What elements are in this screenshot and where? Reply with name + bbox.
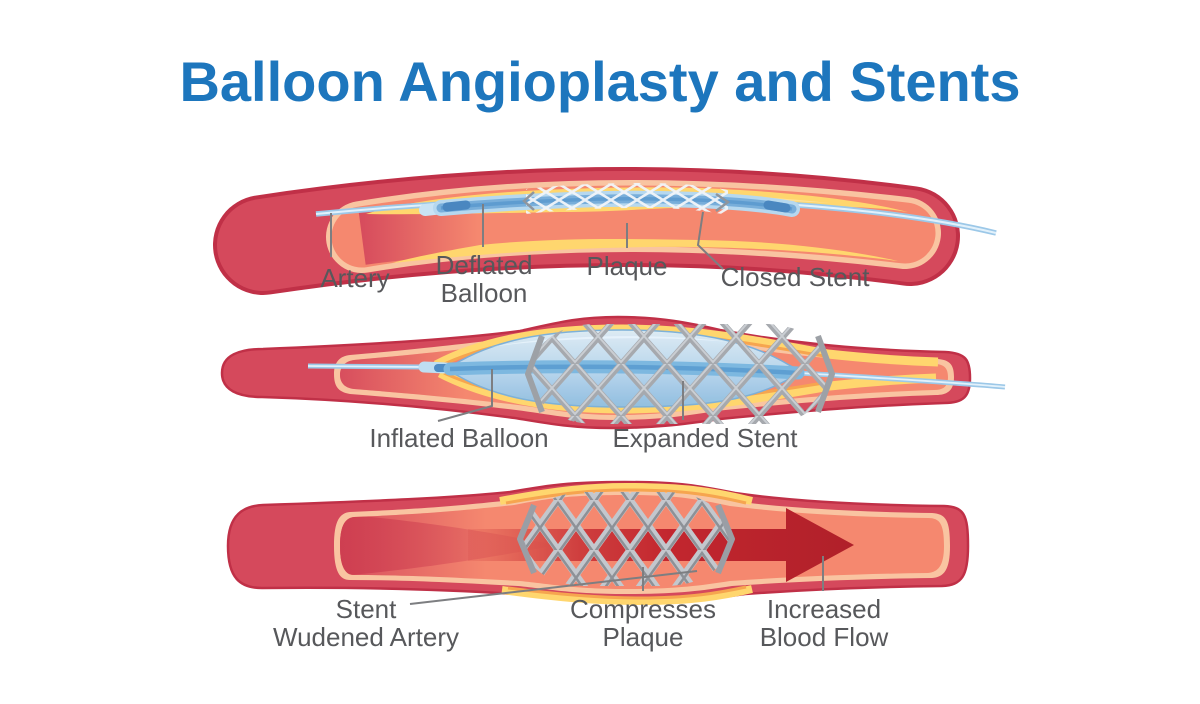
expanded-stent-step3 (517, 492, 735, 586)
leader-lines-step3 (409, 556, 824, 605)
label-artery: Artery (320, 263, 390, 293)
label-flow-line1: Increased (766, 594, 882, 624)
artery-step2-inflated-balloon (220, 315, 1006, 430)
label-stent-widened-line1: Stent (335, 594, 397, 624)
label-deflated-balloon: Deflated Balloon (394, 251, 574, 307)
closed-stent-step1 (522, 183, 731, 215)
label-compresses-line1: Compresses (570, 594, 716, 624)
page-title: Balloon Angioplasty and Stents (179, 50, 1021, 113)
leader-lines-step1 (330, 204, 724, 270)
label-deflated-balloon-line2: Balloon (440, 278, 528, 308)
label-closed-stent: Closed Stent (720, 262, 870, 292)
leader-inflated-balloon (437, 369, 493, 422)
label-stent-widened-line2: Wudened Artery (273, 622, 459, 652)
label-compresses-plaque: Compresses Plaque (533, 595, 753, 651)
label-expanded-stent: Expanded Stent (612, 423, 798, 453)
compressed-plaque-step3 (499, 482, 753, 606)
leader-closed-stent (696, 211, 724, 270)
label-deflated-balloon-line1: Deflated (435, 250, 533, 280)
label-increased-blood-flow: Increased Blood Flow (713, 595, 935, 651)
label-plaque: Plaque (586, 251, 668, 281)
label-flow-line2: Blood Flow (759, 622, 889, 652)
leader-lines-step2 (437, 369, 684, 422)
leader-stent-widened-artery (409, 570, 698, 605)
label-compresses-line2: Plaque (602, 622, 684, 652)
expanded-stent-step2 (525, 324, 835, 424)
label-stent-widened-artery: Stent Wudened Artery (246, 595, 486, 651)
artery-step3-widened (226, 480, 970, 606)
label-inflated-balloon: Inflated Balloon (369, 423, 549, 453)
artery-step1-closed-stent (213, 167, 997, 295)
